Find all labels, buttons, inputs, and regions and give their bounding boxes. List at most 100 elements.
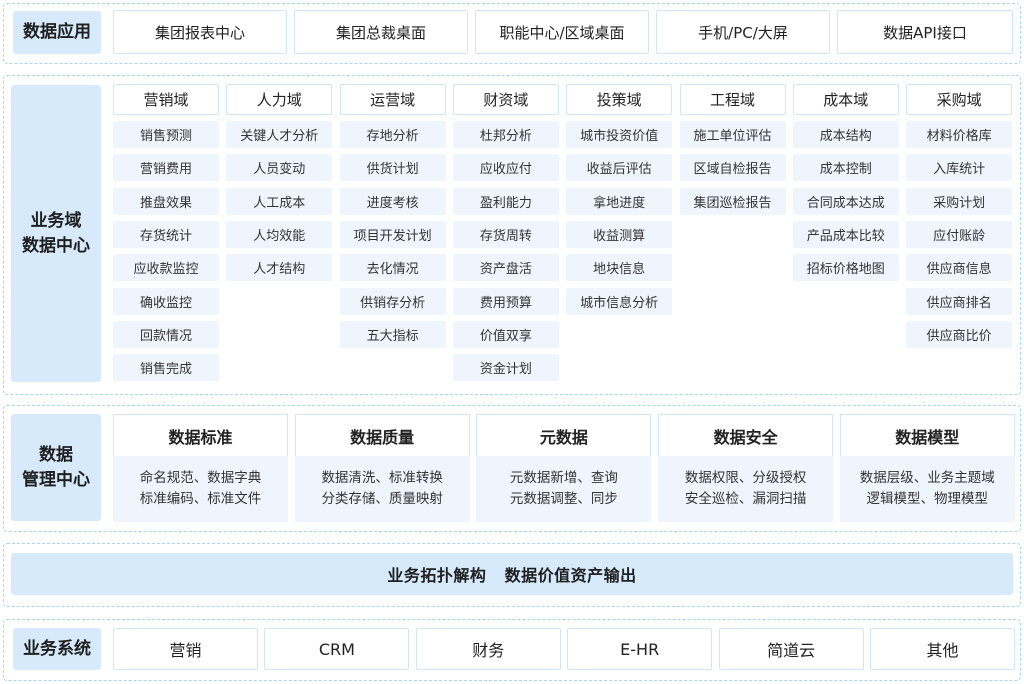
domain-metric-item[interactable]: 资金计划 (452, 354, 559, 382)
business-system-item[interactable]: 财务 (415, 628, 561, 670)
domain-metric-item[interactable]: 盈利能力 (452, 187, 559, 215)
management-module-title[interactable]: 数据标准 (113, 414, 288, 456)
domain-metric-item[interactable]: 入库统计 (906, 154, 1013, 182)
app-item-function-center-desktop[interactable]: 职能中心/区域桌面 (475, 10, 649, 54)
management-module-description: 数据层级、业务主题域逻辑模型、物理模型 (839, 456, 1015, 522)
management-module-title[interactable]: 数据质量 (294, 414, 470, 456)
business-domain-label-line1: 业务域 (30, 210, 82, 231)
domain-metric-item[interactable]: 费用预算 (452, 287, 559, 315)
management-module-title[interactable]: 数据模型 (839, 414, 1015, 456)
domain-column-title[interactable]: 运营域 (339, 84, 446, 115)
management-module-line1: 数据权限、分级授权 (684, 470, 807, 487)
domain-metric-item[interactable]: 去化情况 (339, 254, 446, 282)
domain-metric-item[interactable]: 集团巡检报告 (679, 187, 786, 215)
domain-metric-item[interactable]: 地块信息 (566, 254, 673, 282)
management-module-line1: 数据层级、业务主题域 (859, 470, 995, 487)
domain-metric-item[interactable]: 供应商比价 (906, 320, 1013, 348)
domain-metric-item[interactable]: 应收应付 (452, 154, 559, 182)
domain-metric-item[interactable]: 收益测算 (566, 220, 673, 248)
management-module-line2: 逻辑模型、物理模型 (866, 491, 989, 507)
domain-metric-item[interactable]: 供应商信息 (906, 254, 1013, 282)
domain-metric-item[interactable]: 存地分析 (339, 121, 446, 148)
domain-column-title[interactable]: 财资域 (452, 84, 559, 115)
domain-metric-item[interactable]: 五大指标 (339, 320, 446, 348)
business-domain-label-line2: 数据中心 (22, 235, 90, 256)
domain-metric-item[interactable]: 销售预测 (113, 121, 219, 148)
domain-column-title[interactable]: 采购域 (906, 84, 1013, 115)
data-management-section: 数据 管理中心 数据标准命名规范、数据字典标准编码、标准文件数据质量数据清洗、标… (3, 405, 1021, 532)
app-item-group-report-center[interactable]: 集团报表中心 (113, 10, 287, 54)
domain-column-title[interactable]: 营销域 (113, 84, 219, 115)
management-module-line1: 元数据新增、查询 (509, 470, 618, 487)
domain-metric-item[interactable]: 招标价格地图 (792, 254, 899, 282)
domain-metric-item[interactable]: 存货统计 (113, 220, 219, 248)
domain-metric-item[interactable]: 推盘效果 (113, 187, 219, 215)
domain-metric-item[interactable]: 确收监控 (113, 287, 219, 315)
business-system-item[interactable]: 营销 (113, 628, 258, 670)
management-module-line1: 命名规范、数据字典 (139, 470, 262, 487)
management-module-line1: 数据清洗、标准转换 (321, 470, 443, 487)
domain-metric-item[interactable]: 材料价格库 (906, 121, 1013, 148)
data-application-section: 数据应用 集团报表中心 集团总裁桌面 职能中心/区域桌面 手机/PC/大屏 数据… (3, 3, 1021, 64)
domain-metric-item[interactable]: 人员变动 (226, 154, 333, 182)
domain-metric-item[interactable]: 回款情况 (113, 320, 219, 348)
domain-metric-item[interactable]: 供货计划 (339, 154, 446, 182)
domain-metric-item[interactable]: 营销费用 (113, 154, 219, 182)
domain-metric-item[interactable]: 应付账龄 (906, 220, 1013, 248)
management-module-title[interactable]: 数据安全 (658, 414, 834, 456)
data-management-label: 数据 管理中心 (11, 414, 101, 521)
app-item-mobile-pc-screen[interactable]: 手机/PC/大屏 (656, 10, 830, 54)
management-module-description: 元数据新增、查询元数据调整、同步 (476, 456, 652, 522)
domain-metric-item[interactable]: 供应商排名 (906, 287, 1013, 315)
domain-metric-item[interactable]: 销售完成 (113, 354, 219, 382)
domain-metric-item[interactable]: 价值双享 (452, 320, 559, 348)
domain-metric-item[interactable]: 采购计划 (906, 187, 1013, 215)
domain-metric-item[interactable]: 拿地进度 (566, 187, 673, 215)
banner-section: 业务拓扑解构 数据价值资产输出 (3, 543, 1021, 607)
business-system-item[interactable]: 简道云 (718, 628, 864, 670)
domain-metric-item[interactable]: 合同成本达成 (792, 187, 899, 215)
domain-metric-item[interactable]: 收益后评估 (566, 154, 673, 182)
domain-metric-item[interactable]: 区域自检报告 (679, 154, 786, 182)
domain-column-title[interactable]: 工程域 (679, 84, 786, 115)
management-module-title[interactable]: 元数据 (476, 414, 652, 456)
domain-metric-item[interactable]: 关键人才分析 (226, 121, 333, 148)
app-item-group-president-desktop[interactable]: 集团总裁桌面 (294, 10, 468, 54)
domain-metric-item[interactable]: 应收款监控 (113, 254, 219, 282)
management-module-line2: 标准编码、标准文件 (139, 491, 262, 507)
management-module-line2: 分类存储、质量映射 (321, 491, 443, 507)
data-management-label-line2: 管理中心 (22, 469, 90, 490)
domain-metric-item[interactable]: 资产盘活 (452, 254, 559, 282)
business-systems-label: 业务系统 (13, 628, 101, 670)
domain-metric-item[interactable]: 杜邦分析 (452, 121, 559, 148)
management-module-description: 数据权限、分级授权安全巡检、漏洞扫描 (658, 456, 834, 522)
domain-column-title[interactable]: 成本域 (792, 84, 899, 115)
domain-metric-item[interactable]: 成本控制 (792, 154, 899, 182)
domain-metric-item[interactable]: 供销存分析 (339, 287, 446, 315)
business-system-item[interactable]: CRM (264, 628, 410, 670)
data-application-label: 数据应用 (13, 11, 101, 54)
business-domain-section: 业务域 数据中心 营销域销售预测营销费用推盘效果存货统计应收款监控确收监控回款情… (3, 75, 1021, 395)
domain-metric-item[interactable]: 人才结构 (226, 254, 333, 282)
domain-metric-item[interactable]: 城市信息分析 (566, 287, 673, 315)
data-management-label-line1: 数据 (39, 444, 73, 465)
business-system-item[interactable]: E-HR (567, 628, 713, 670)
domain-metric-item[interactable]: 人工成本 (226, 187, 333, 215)
domain-metric-item[interactable]: 人均效能 (226, 220, 333, 248)
domain-metric-item[interactable]: 项目开发计划 (339, 220, 446, 248)
value-output-banner: 业务拓扑解构 数据价值资产输出 (11, 553, 1013, 595)
domain-column-title[interactable]: 人力域 (226, 84, 333, 115)
business-system-item[interactable]: 其他 (870, 628, 1015, 670)
domain-metric-item[interactable]: 城市投资价值 (566, 121, 673, 148)
domain-metric-item[interactable]: 施工单位评估 (679, 121, 786, 148)
management-module-line2: 元数据调整、同步 (509, 491, 618, 507)
domain-column-title[interactable]: 投策域 (566, 84, 673, 115)
management-module-description: 命名规范、数据字典标准编码、标准文件 (113, 456, 288, 522)
domain-metric-item[interactable]: 成本结构 (792, 121, 899, 148)
business-domain-label: 业务域 数据中心 (11, 85, 101, 382)
domain-metric-item[interactable]: 存货周转 (452, 220, 559, 248)
app-item-data-api[interactable]: 数据API接口 (837, 10, 1013, 54)
domain-metric-item[interactable]: 进度考核 (339, 187, 446, 215)
domain-metric-item[interactable]: 产品成本比较 (792, 220, 899, 248)
